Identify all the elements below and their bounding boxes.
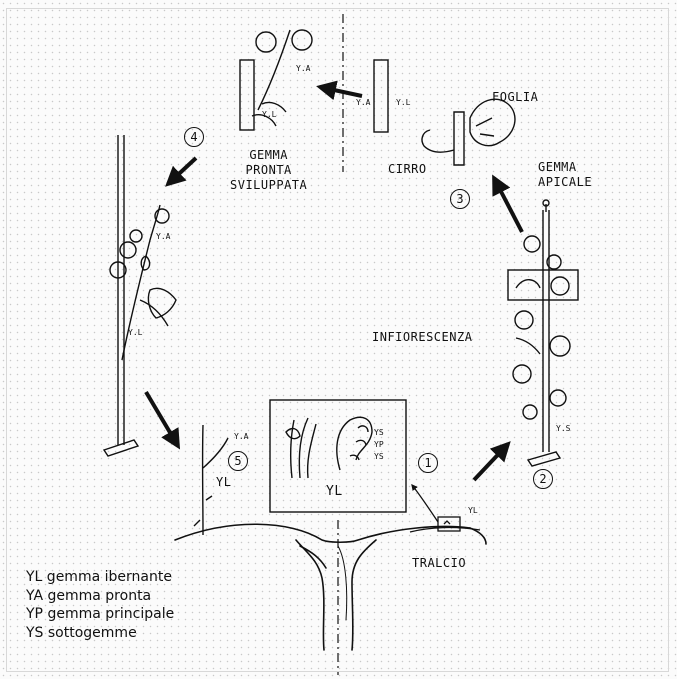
label-infiorescenza: INFIORESCENZA [372, 330, 472, 344]
legend-item-ya: YA gemma pronta [26, 587, 174, 606]
small-label-right-ys: Y.S [556, 424, 570, 433]
small-label-inset-ys-1: YS [374, 428, 384, 437]
tralcio-cane [410, 517, 480, 532]
label-sviluppata-line: SVILUPPATA [230, 178, 307, 193]
step-badge-3: 3 [450, 189, 470, 209]
arrow-2-to-3 [494, 178, 522, 232]
label-cirro: CIRRO [388, 162, 427, 176]
label-gemma-apicale-line1: GEMMA [538, 160, 592, 175]
label-gemma-line: GEMMA [230, 148, 307, 163]
arrow-3-to-top [320, 87, 362, 96]
small-label-step5-ya: Y.A [234, 432, 248, 441]
label-gemma-apicale-line2: APICALE [538, 175, 592, 190]
cycle-arrows [146, 87, 522, 480]
label-foglia: FOGLIA [492, 90, 538, 104]
small-label-topright-yl: Y.L [396, 98, 410, 107]
step-badge-4: 4 [184, 127, 204, 147]
step-badge-5: 5 [228, 451, 248, 471]
arrow-top-to-4 [168, 158, 196, 184]
arrow-4-to-5 [146, 392, 178, 446]
label-yl-step5: YL [216, 475, 231, 489]
step-badge-1: 1 [418, 453, 438, 473]
small-label-left-yl: Y.L [128, 328, 142, 337]
small-label-tralcio-yl: YL [468, 506, 478, 515]
legend-item-ys: YS sottogemme [26, 624, 174, 643]
legend-item-yl: YL gemma ibernante [26, 568, 174, 587]
label-gemma-pronta-sviluppata: GEMMA PRONTA SVILUPPATA [230, 148, 307, 193]
arrow-1-to-2 [474, 444, 508, 480]
step-badge-2: 2 [533, 469, 553, 489]
arrow-tralcio-to-1 [412, 485, 438, 522]
label-yl-inset: YL [326, 485, 343, 499]
left-post-shoot [104, 135, 176, 456]
small-label-top-yl: Y.L [262, 110, 276, 119]
small-label-inset-yp: YP [374, 440, 384, 449]
vine-trunk-and-ground [175, 524, 486, 650]
small-label-topright-ya: Y.A [356, 98, 370, 107]
small-label-left-ya: Y.A [156, 232, 170, 241]
small-label-inset-ys-2: YS [374, 452, 384, 461]
legend-item-yp: YP gemma principale [26, 605, 174, 624]
label-pronta-line: PRONTA [230, 163, 307, 178]
small-label-top-ya: Y.A [296, 64, 310, 73]
step3-leaf-cirro [422, 99, 515, 165]
label-tralcio: TRALCIO [412, 556, 466, 570]
legend: YL gemma ibernante YA gemma pronta YP ge… [26, 568, 174, 642]
label-gemma-apicale: GEMMA APICALE [538, 160, 592, 190]
